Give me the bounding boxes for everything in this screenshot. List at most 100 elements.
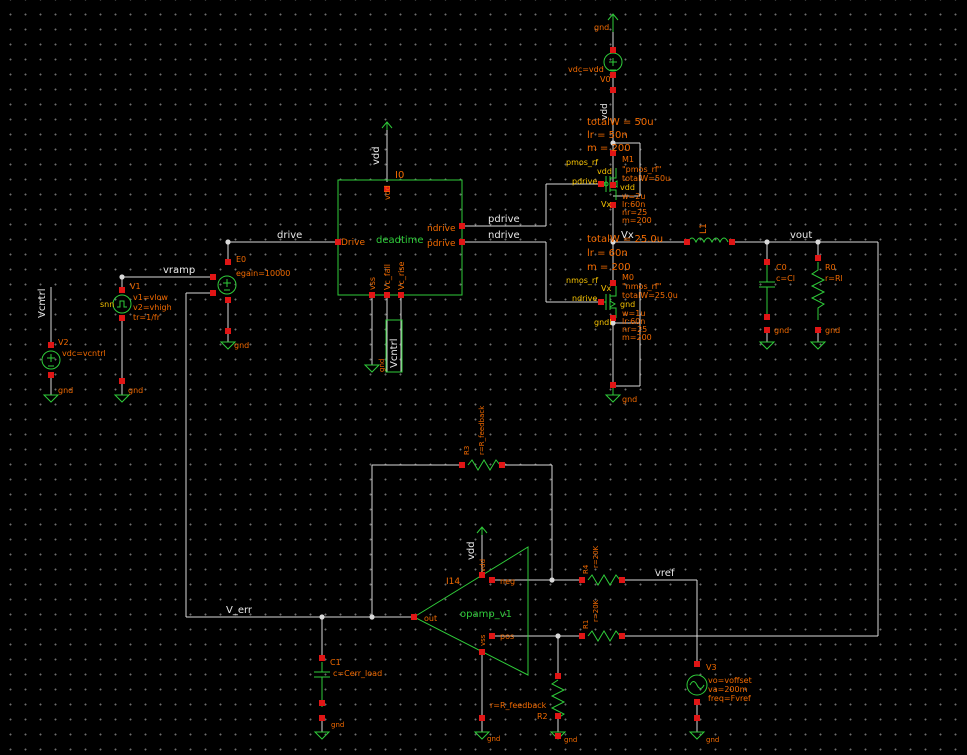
v1-param-v1: v1=vlow: [133, 293, 168, 302]
v3-gnd: gnd: [706, 736, 719, 744]
m1-pin-gate: pdrive: [572, 177, 597, 186]
m1-model: pmos_rf: [566, 158, 598, 167]
i14-name: I14: [446, 577, 460, 587]
m0-pin-gate: ndrive: [572, 294, 597, 303]
m1-pin-vdd: vdd: [597, 167, 612, 176]
v3-sine-source-symbol: [686, 674, 708, 696]
c0-name: C0: [776, 263, 787, 272]
v1-name: V1: [130, 282, 141, 291]
i0-pin-ndrive: ndrive: [427, 224, 456, 234]
m0-pin-source: gndl: [594, 318, 611, 327]
vdd-arrow-opamp: [476, 526, 488, 535]
l1-inductor-symbol: [687, 237, 729, 244]
vdd-arrow-deadtime: [381, 121, 393, 130]
c1-gnd: gnd: [331, 721, 344, 729]
l1-name: L1: [699, 223, 709, 234]
e0-param: egain=10000: [236, 269, 290, 278]
component-symbols: [41, 13, 827, 740]
vcntrl-label-deadtime: Vcntrl: [389, 339, 400, 369]
r2-gnd: gnd: [564, 736, 577, 744]
net-label-vdd-opamp: vdd: [466, 541, 477, 560]
i14-opamp-symbol: [412, 546, 529, 676]
c1-param: c=Cerr_load: [333, 669, 382, 678]
m1-header-lr: lr = 50n: [587, 130, 628, 141]
v3-param-vo: vo=voffset: [708, 676, 752, 685]
m0-param-nr: nr=25: [622, 325, 647, 334]
r0-resistor-symbol: [810, 262, 826, 320]
m0-param-m: m=200: [622, 333, 652, 342]
m1-param-m: m=200: [622, 216, 652, 225]
m0-pin-gnd: gnd: [620, 300, 635, 309]
i14-pin-out: out: [424, 614, 437, 623]
v0-gnd-label: gnd: [594, 23, 609, 32]
net-label-drive: drive: [277, 230, 302, 241]
i14-pin-neg: neg: [500, 577, 515, 586]
e0-vcvs-symbol: [217, 275, 237, 295]
i14-gnd: gnd: [487, 735, 500, 743]
r3-param: r=R_feedback: [478, 405, 486, 455]
v0-name: V0: [600, 75, 611, 84]
junction-dots: [119, 140, 821, 639]
v2-gnd: gnd: [58, 386, 73, 395]
net-label-verr: V_err: [226, 605, 253, 616]
pin-markers: [48, 47, 821, 739]
i0-pin-vdd: vdd: [383, 185, 392, 200]
c1-name: C1: [330, 658, 341, 667]
r1-param: r=20K: [592, 599, 600, 622]
m1-param-lr: lr:60n: [622, 200, 645, 209]
v1-param-v2: v2=vhigh: [133, 303, 172, 312]
m0-param-totalw: totalW=25.0u: [622, 291, 678, 300]
r0-name: R0: [825, 263, 836, 272]
i0-pin-vss: vss: [368, 277, 377, 290]
m1-param-w: w=2u: [622, 192, 645, 201]
m0-gnd-label: gnd: [622, 395, 637, 404]
m1-pin-drain: Vx: [601, 200, 611, 209]
i0-pin-drive: Drive: [341, 238, 365, 248]
m0-header-m: m = 200: [587, 262, 631, 273]
vdd-net-label-m1: vdd: [600, 103, 610, 120]
net-label-ndrive: ndrive: [488, 230, 520, 241]
net-label-vout: vout: [790, 230, 812, 241]
v0-param: vdc=vdd: [568, 65, 604, 74]
c1-capacitor-symbol: [314, 662, 330, 707]
r0-param: r=Rl: [825, 274, 843, 283]
v3-param-freq: freq=Fvref: [708, 694, 751, 703]
v1-gnd: gnd: [128, 386, 143, 395]
r1-name: R1: [582, 620, 590, 629]
i14-cell: opamp_v1: [460, 609, 512, 620]
v1-param-tr: tr=1/fr: [133, 313, 161, 322]
m0-param-model: "nmos_rf": [622, 282, 661, 291]
e0-gnd: gnd: [234, 341, 249, 350]
v1-pulse-symbol: [112, 294, 132, 314]
i0-pin-vcrise: Vc_rise: [397, 261, 406, 290]
m0-param-w: w=1u: [622, 309, 645, 318]
i0-cell: deadtime: [376, 235, 424, 246]
v2-name: V2: [58, 338, 69, 347]
r3-name: R3: [463, 446, 471, 455]
net-label-vx: Vx: [621, 230, 634, 241]
m1-param-totalw: totalW=50u: [622, 174, 670, 183]
i0-pin-pdrive: pdrive: [427, 239, 456, 249]
m1-name: M1: [622, 155, 634, 164]
net-label-vdd-deadtime: vdd: [371, 146, 382, 165]
vcntrl-label-frame: [385, 319, 403, 373]
i14-pin-vss: vss: [479, 634, 487, 646]
m0-pin-drain: Vx: [601, 284, 611, 293]
r4-name: R4: [582, 564, 590, 574]
i14-pin-vdd: vdd: [479, 559, 487, 572]
c0-gnd: gnd: [774, 326, 789, 335]
r2-resistor-symbol: [550, 679, 566, 719]
v3-param-va: va=200m: [708, 685, 748, 694]
i0-name: I0: [395, 170, 404, 181]
m1-param-nr: nr=25: [622, 208, 647, 217]
v2-param: vdc=vcntrl: [62, 349, 106, 358]
m0-header-lr: lr = 60n: [587, 248, 628, 259]
r1-resistor-symbol: [587, 630, 621, 642]
e0-name: E0: [236, 255, 246, 264]
vdd-arrow-top: [607, 13, 619, 32]
net-label-vcntrl-left: Vcntrl: [37, 289, 48, 319]
i0-gnd-label: gnd: [378, 359, 386, 372]
m1-pin-vdd-2: vdd: [620, 183, 635, 192]
